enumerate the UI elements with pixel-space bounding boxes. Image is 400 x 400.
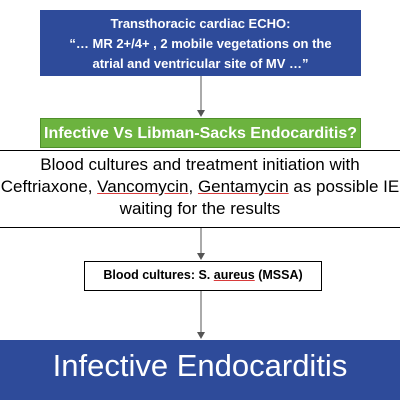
plan-line-2-suffix: as possible IE: [288, 177, 400, 196]
echo-title: Transthoracic cardiac ECHO:: [110, 16, 291, 31]
echo-quote-line-2: atrial and ventricular site of MV …”: [92, 56, 309, 71]
final-diagnosis-label: Infective Endocarditis: [52, 348, 348, 383]
echo-finding-box: Transthoracic cardiac ECHO: “… MR 2+/4+ …: [40, 10, 361, 76]
echo-quote-line-1: “… MR 2+/4+ , 2 mobile vegetations on th…: [69, 36, 332, 51]
plan-line-1: Blood cultures and treatment initiation …: [40, 155, 360, 174]
result-suffix: (MSSA): [254, 268, 303, 282]
result-prefix: Blood cultures: S.: [103, 268, 214, 282]
blood-culture-result-box: Blood cultures: S. aureus (MSSA): [84, 261, 322, 291]
plan-line-3: waiting for the results: [119, 199, 281, 218]
differential-question-label: Infective Vs Libman-Sacks Endocarditis?: [44, 125, 357, 142]
plan-antibiotic-ceftriaxone: Ceftriaxone,: [0, 177, 98, 196]
treatment-plan-box: Blood cultures and treatment initiation …: [0, 150, 400, 228]
result-organism: aureus: [213, 268, 255, 282]
plan-separator: ,: [188, 177, 198, 196]
plan-antibiotic-gentamycin: Gentamycin: [197, 177, 289, 196]
differential-question-box: Infective Vs Libman-Sacks Endocarditis?: [40, 118, 361, 148]
plan-line-2: Ceftriaxone, Vancomycin, Gentamycin as p…: [0, 176, 400, 198]
plan-antibiotic-vancomycin: Vancomycin: [97, 177, 189, 196]
final-diagnosis-box: Infective Endocarditis: [0, 340, 400, 400]
